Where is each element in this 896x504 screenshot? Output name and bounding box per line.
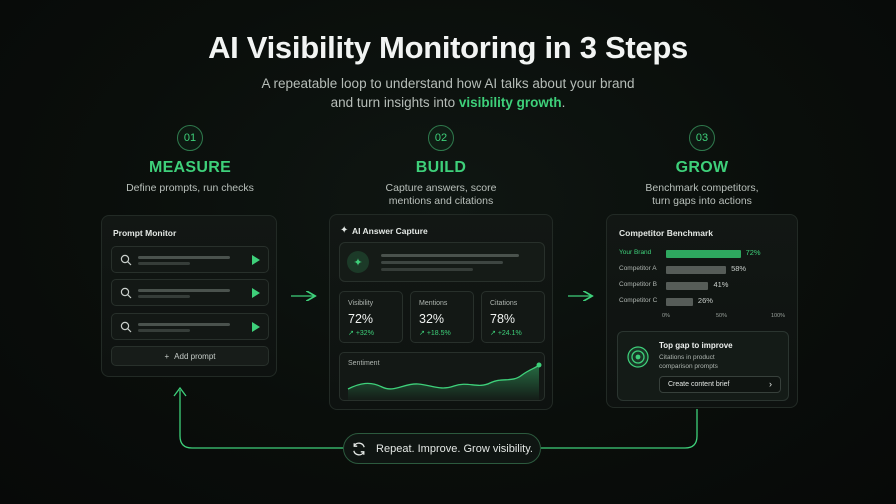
trend-up-icon: ↗: [348, 330, 354, 337]
loop-line: [179, 390, 698, 449]
benchmark-row: Competitor A 58%: [607, 264, 799, 276]
prompt-placeholder-line: [138, 289, 230, 292]
prompt-monitor-card: Prompt Monitor + Add prompt: [101, 215, 277, 377]
answer-preview: ✦: [339, 242, 545, 282]
card-title: Prompt Monitor: [113, 228, 177, 238]
play-icon[interactable]: [252, 288, 260, 298]
sentiment-sparkline: [347, 362, 542, 400]
add-prompt-button[interactable]: + Add prompt: [111, 346, 269, 366]
add-prompt-label: Add prompt: [174, 351, 216, 361]
page-title: AI Visibility Monitoring in 3 Steps: [208, 30, 688, 65]
axis-tick: 0%: [662, 313, 670, 319]
benchmark-row: Competitor C 26%: [607, 296, 799, 308]
step-number: 03: [689, 125, 715, 151]
benchmark-bar: [666, 266, 727, 274]
subtitle-highlight: visibility growth: [458, 95, 562, 110]
subtitle-line-1: A repeatable loop to understand how AI t…: [261, 76, 635, 91]
loop-arrowhead: [173, 386, 187, 397]
loop-label: Repeat. Improve. Grow visibility.: [376, 442, 533, 455]
sparkle-icon: ✦: [347, 251, 369, 273]
prompt-placeholder-line: [138, 262, 190, 265]
chevron-right-icon: ›: [769, 379, 772, 389]
benchmark-name: Competitor B: [619, 281, 657, 288]
answer-placeholder-line: [381, 261, 503, 264]
metric-value: 32%: [419, 312, 445, 326]
top-gap-panel: Top gap to improve Citations in product …: [617, 331, 789, 401]
benchmark-value: 72%: [745, 248, 761, 257]
play-icon[interactable]: [252, 255, 260, 265]
prompt-placeholder-line: [138, 329, 190, 332]
step-description: Define prompts, run checks: [126, 182, 254, 194]
benchmark-bar: [666, 282, 709, 290]
prompt-row[interactable]: [111, 313, 269, 340]
sentiment-label: Sentiment: [348, 360, 380, 367]
page-subtitle: A repeatable loop to understand how AI t…: [0, 74, 896, 112]
step-grow: 03 GROW Benchmark competitors,turn gaps …: [592, 125, 812, 208]
benchmark-value: 26%: [697, 296, 713, 305]
answer-placeholder-line: [381, 254, 519, 257]
metric-delta: ↗ +32%: [348, 330, 374, 337]
search-icon: [120, 287, 132, 299]
prompt-row[interactable]: [111, 279, 269, 306]
metric-value: 78%: [490, 312, 516, 326]
benchmark-bar: [666, 298, 693, 306]
ai-answer-capture-card: ✦ AI Answer Capture ✦ Visibility 72% ↗ +…: [329, 214, 553, 410]
benchmark-bar: [666, 250, 741, 258]
step-measure: 01 MEASURE Define prompts, run checks: [80, 125, 300, 195]
gap-title: Top gap to improve: [659, 341, 733, 350]
create-content-brief-button[interactable]: Create content brief ›: [659, 376, 781, 393]
step-title: MEASURE: [148, 159, 232, 176]
button-label: Create content brief: [668, 381, 730, 388]
prompt-placeholder-line: [138, 323, 230, 326]
step-title: GROW: [675, 159, 729, 176]
metric-visibility: Visibility 72% ↗ +32%: [339, 291, 403, 343]
play-icon[interactable]: [252, 322, 260, 332]
refresh-icon: [353, 441, 365, 456]
step-description: Benchmark competitors,turn gaps into act…: [645, 182, 759, 207]
trend-up-icon: ↗: [490, 330, 496, 337]
prompt-placeholder-line: [138, 295, 190, 298]
subtitle-line-2: and turn insights into visibility growth…: [330, 95, 566, 110]
search-icon: [120, 321, 132, 333]
metric-delta: ↗ +24.1%: [490, 330, 522, 337]
card-title: Competitor Benchmark: [619, 228, 713, 238]
answer-placeholder-line: [381, 268, 473, 271]
metric-label: Visibility: [348, 300, 374, 307]
card-title: AI Answer Capture: [352, 226, 428, 236]
search-icon: [120, 254, 132, 266]
step-number: 02: [428, 125, 454, 151]
benchmark-row: Competitor B 41%: [607, 280, 799, 292]
prompt-placeholder-line: [138, 256, 230, 259]
metric-delta: ↗ +18.5%: [419, 330, 451, 337]
metric-value: 72%: [348, 312, 374, 326]
gap-description: Citations in product comparison prompts: [659, 354, 718, 370]
metric-citations: Citations 78% ↗ +24.1%: [481, 291, 545, 343]
step-number: 01: [177, 125, 203, 151]
axis-tick: 50%: [716, 313, 728, 319]
competitor-benchmark-card: Competitor Benchmark Your Brand 72% Comp…: [606, 214, 798, 408]
benchmark-name: Competitor A: [619, 265, 657, 272]
trend-up-icon: ↗: [419, 330, 425, 337]
sparkle-icon: ✦: [340, 225, 349, 236]
benchmark-name: Competitor C: [619, 297, 658, 304]
loop-pill: Repeat. Improve. Grow visibility.: [343, 433, 541, 464]
benchmark-value: 58%: [731, 264, 747, 273]
prompt-row[interactable]: [111, 246, 269, 273]
target-icon: [627, 346, 649, 368]
sentiment-chart: Sentiment: [339, 352, 545, 401]
plus-icon: +: [164, 351, 170, 361]
benchmark-name: Your Brand: [619, 249, 652, 256]
metric-label: Mentions: [419, 300, 448, 307]
metric-mentions: Mentions 32% ↗ +18.5%: [410, 291, 474, 343]
benchmark-value: 41%: [713, 280, 729, 289]
step-title: BUILD: [415, 159, 467, 176]
benchmark-row: Your Brand 72%: [607, 248, 799, 260]
axis-tick: 100%: [771, 313, 786, 319]
metric-label: Citations: [490, 300, 518, 307]
